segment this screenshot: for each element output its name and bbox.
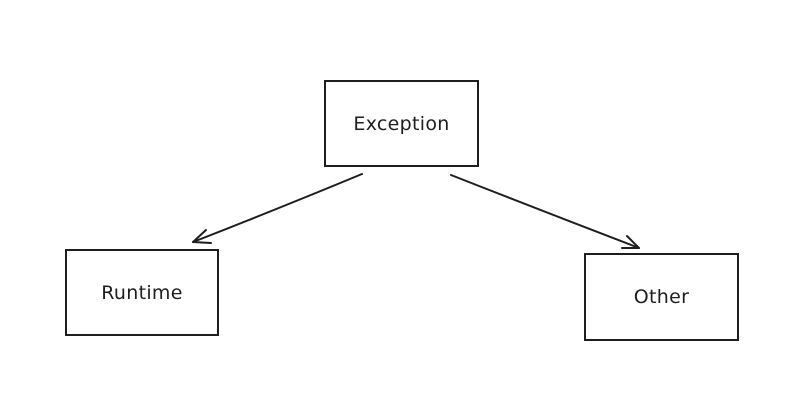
arrow-exception-to-other [450, 174, 640, 249]
arrow-head [192, 229, 212, 244]
node-label: Runtime [101, 281, 183, 304]
arrow-exception-to-runtime [192, 173, 363, 244]
node-runtime: Runtime [65, 249, 219, 336]
node-label: Other [633, 286, 690, 308]
arrow-line [450, 174, 640, 249]
arrow-head [621, 235, 640, 249]
node-label: Exception [353, 112, 450, 135]
arrow-line [192, 173, 363, 243]
node-other: Other [584, 253, 739, 341]
node-exception: Exception [324, 80, 479, 167]
